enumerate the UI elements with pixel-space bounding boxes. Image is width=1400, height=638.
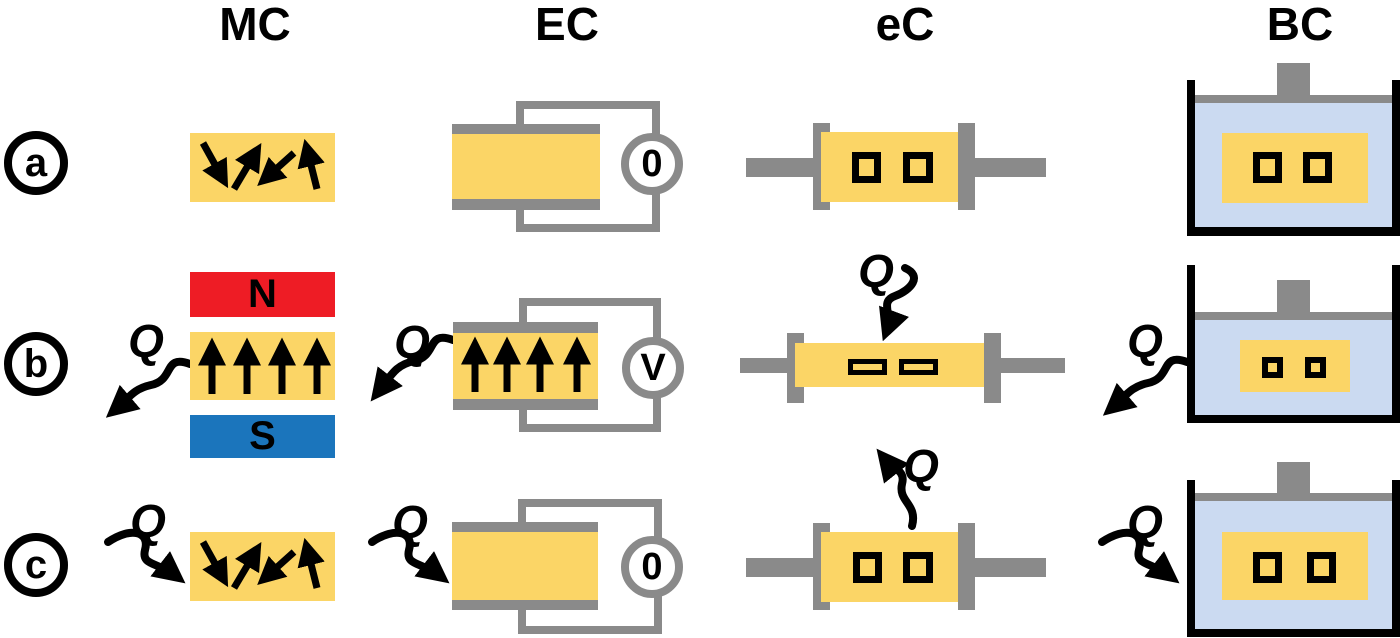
ec-elasto-b-right-clamp [984,333,1001,403]
bc-a-vessel-wall-left [1187,80,1195,236]
bc-a-vessel-wall-right [1392,80,1400,236]
bc-c-piston-plate [1195,493,1392,501]
column-header-mc: MC [219,0,291,50]
bc-c-unit-cell [1253,552,1282,583]
ec-elasto-c-right-rod [968,558,1046,577]
ec-elasto-c-heat-out-arrow-icon [876,448,918,530]
mc-b-magnet-north: N [190,272,335,317]
bc-b-vessel-wall-left [1187,265,1195,415]
ec-elasto-a-unit-cell [903,152,933,183]
bc-b-vessel-wall-right [1392,265,1400,415]
bc-b-heat-label: Q [1127,315,1163,367]
row-label-a: a [4,131,68,195]
bc-a-vessel-bottom [1187,227,1400,236]
ec-elasto-c-right-clamp [958,523,975,610]
column-header-ec: EC [535,0,599,50]
ec-elasto-a-left-rod [746,158,820,177]
column-header-bc: BC [1266,0,1334,50]
ec-elasto-c-heat-label: Q [903,440,939,492]
bc-b-piston-knob [1277,280,1310,312]
ec-elasto-b-unit-cell-stretched [899,359,938,375]
bc-c-unit-cell [1307,552,1336,583]
bc-a-material-block [1222,133,1368,203]
ec-elasto-b-right-rod [998,358,1065,373]
bc-b-heat-out-arrow-icon [1102,355,1191,416]
ec-elasto-a-unit-cell [852,152,881,183]
bc-a-piston-plate [1195,95,1392,103]
ec-elasto-b-heat-in-arrow-icon [879,264,918,342]
bc-c-piston-knob [1277,462,1310,493]
ec-elasto-c-unit-cell [853,552,882,583]
ec-c-heat-in-arrow-icon [368,528,450,584]
row-label-c: c [4,533,68,597]
ec-c-voltmeter: 0 [621,536,683,598]
ec-c-capacitor [452,522,598,610]
bc-a-piston-knob [1277,63,1310,96]
bc-b-material-block-compressed [1240,340,1350,392]
ec-b-heat-out-arrow-icon [370,333,457,402]
ec-elasto-c-material-block [821,532,967,602]
ec-elasto-b-heat-label: Q [858,245,894,297]
column-header-ec-elasto: eC [875,0,935,50]
mc-b-magnet-south: S [190,415,335,458]
mc-b-aligned-spin-arrows-icon [198,337,331,394]
ec-elasto-b-material-block-stretched [795,343,993,387]
mc-b-heat-out-arrow-icon [105,357,194,418]
bc-b-unit-cell-compressed [1262,357,1283,378]
bc-c-vessel-wall-right [1392,480,1400,629]
bc-b-vessel-bottom [1187,415,1400,423]
ec-elasto-a-right-rod [968,158,1046,177]
mc-c-heat-in-arrow-icon [104,528,186,584]
bc-c-vessel-bottom [1187,629,1400,637]
ec-elasto-b-left-rod [740,358,790,373]
ec-elasto-a-right-clamp [958,123,975,210]
ec-a-voltmeter: 0 [621,133,683,195]
bc-a-unit-cell [1253,152,1282,183]
row-label-b: b [4,332,68,396]
ec-elasto-a-material-block [821,132,967,202]
mc-a-random-spin-arrows-icon [199,138,325,191]
ec-elasto-b-unit-cell-stretched [848,359,887,375]
bc-b-unit-cell-compressed [1305,357,1326,378]
ec-a-capacitor [452,124,600,210]
ec-elasto-c-unit-cell [903,552,933,583]
ec-elasto-c-left-rod [746,558,820,577]
ec-b-aligned-dipole-arrows-icon [461,336,591,392]
bc-b-piston-plate [1195,312,1392,320]
bc-a-unit-cell [1303,152,1332,183]
ec-b-voltmeter: V [622,337,684,399]
bc-c-material-block [1222,532,1368,600]
mc-b-heat-label: Q [128,315,164,367]
mc-c-random-spin-arrows-icon [199,537,325,590]
bc-c-vessel-wall-left [1187,480,1195,629]
bc-c-heat-in-arrow-icon [1098,528,1180,584]
